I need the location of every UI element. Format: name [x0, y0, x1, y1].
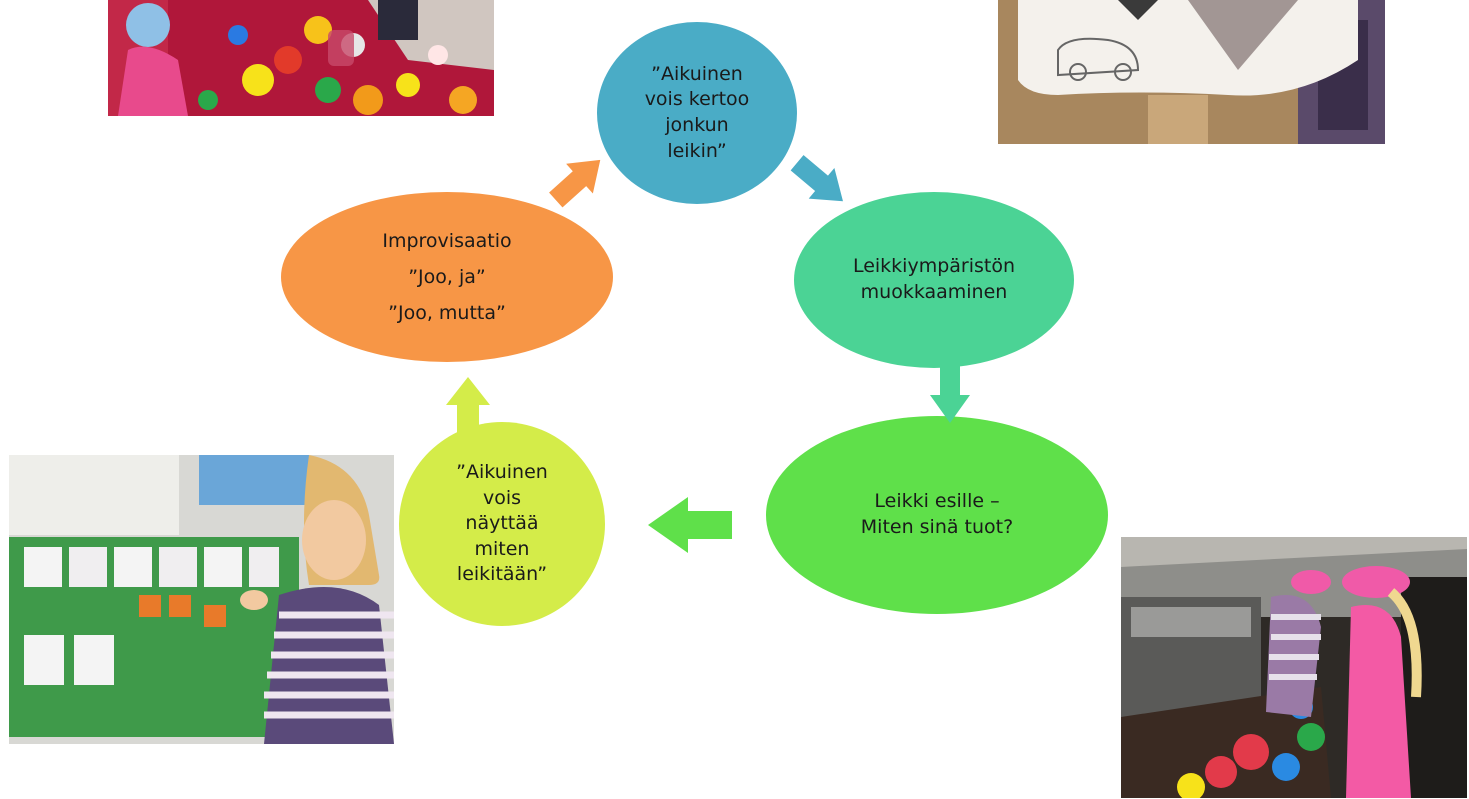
node-text-line: vois	[482, 486, 522, 509]
node-aikuinen-nayttaa: ”Aikuinen vois näyttää miten leikitään”	[399, 422, 605, 626]
node-text-line: ”Aikuinen	[651, 62, 743, 85]
photo-top-right	[998, 0, 1385, 144]
arrow-bottom-right-to-bottom-left	[648, 497, 732, 553]
photo-bottom-right	[1121, 537, 1467, 798]
node-text-line: ”Aikuinen	[456, 460, 548, 483]
node-text-line: näyttää	[465, 512, 539, 535]
node-text-line: jonkun	[665, 114, 729, 136]
node-text-line: miten	[474, 537, 530, 560]
node-text-line: vois kertoo	[644, 88, 750, 111]
node-text-line: leikin”	[667, 139, 727, 162]
node-text-line: Leikkiympäristön	[852, 255, 1016, 278]
node-aikuinen-kertoo: ”Aikuinen vois kertoo jonkun leikin”	[597, 22, 797, 204]
node-text-line: muokkaaminen	[860, 281, 1008, 303]
node-text-line: leikitään”	[456, 563, 548, 586]
node-text-line: Improvisaatio	[382, 229, 512, 252]
node-improvisaatio: Improvisaatio ”Joo, ja” ”Joo, mutta”	[281, 192, 613, 362]
node-leikki-esille: Leikki esille – Miten sinä tuot?	[766, 416, 1108, 614]
arrow-right-to-bottom-right	[930, 363, 970, 423]
node-text-line: ”Joo, mutta”	[388, 302, 506, 325]
photo-bottom-left	[9, 455, 394, 744]
node-text-line: ”Joo, ja”	[408, 265, 486, 288]
node-leikkiymparisto: Leikkiympäristön muokkaaminen	[794, 192, 1074, 368]
node-text-line: Miten sinä tuot?	[860, 516, 1014, 538]
arrow-bottom-left-to-left	[446, 377, 490, 437]
photo-top-left	[108, 0, 494, 116]
arrow-top-to-right	[784, 147, 856, 216]
arrow-left-to-top	[542, 145, 613, 215]
node-text-line: Leikki esille –	[874, 490, 1000, 513]
